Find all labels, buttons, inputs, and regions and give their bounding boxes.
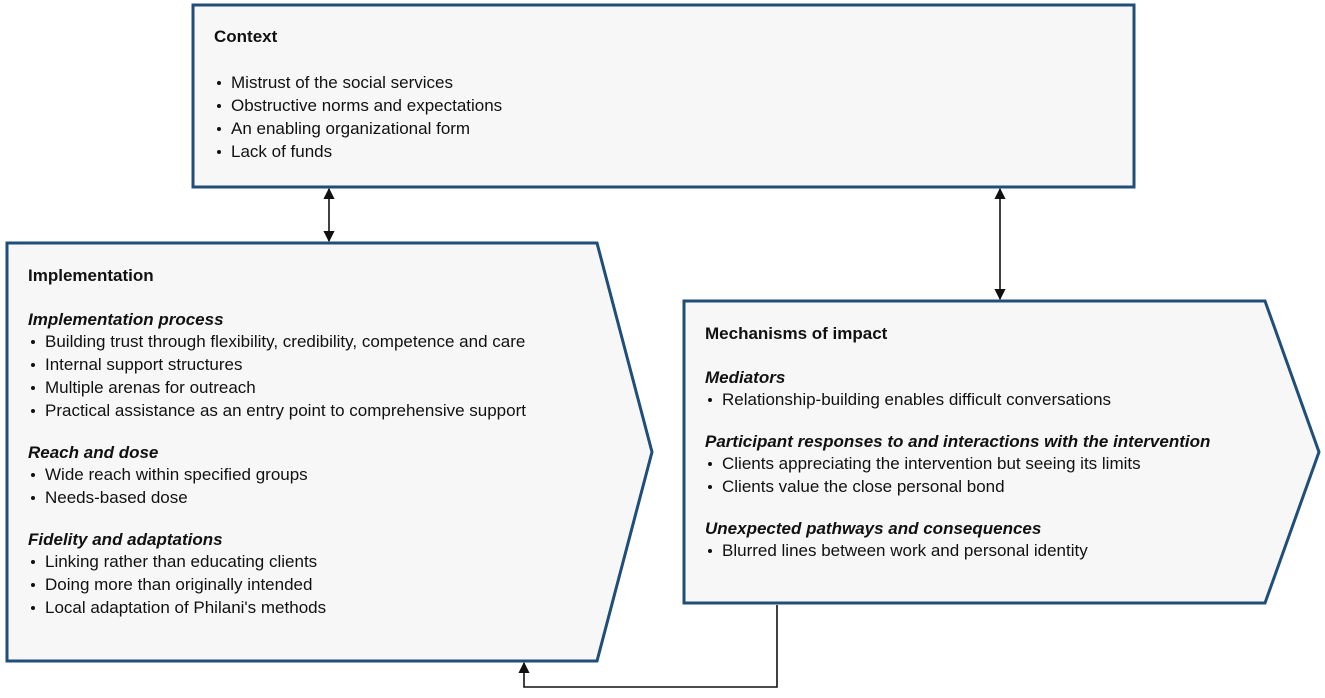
bullet-item: Relationship-building enables difficult …	[705, 388, 1210, 411]
bullet-item: Multiple arenas for outreach	[28, 376, 526, 399]
bullet-dot-icon	[31, 473, 35, 477]
section-heading: Implementation process	[28, 310, 224, 329]
bullet-text: Relationship-building enables difficult …	[722, 390, 1112, 409]
section-list: Clients appreciating the intervention bu…	[705, 452, 1210, 498]
bullet-dot-icon	[708, 462, 712, 466]
bullet-item: Blurred lines between work and personal …	[705, 539, 1210, 562]
bullet-text: Needs-based dose	[45, 488, 188, 507]
bullet-item: Mistrust of the social services	[214, 71, 502, 94]
bullet-item: Needs-based dose	[28, 486, 526, 509]
bullet-dot-icon	[217, 81, 221, 85]
bullet-item: Doing more than originally intended	[28, 573, 526, 596]
bullet-item: Local adaptation of Philani's methods	[28, 596, 526, 619]
section-list: Building trust through flexibility, cred…	[28, 330, 526, 422]
bullet-dot-icon	[31, 583, 35, 587]
bullet-text: Doing more than originally intended	[45, 575, 313, 594]
context-box	[191, 3, 1136, 189]
section: Participant responses to and interaction…	[705, 432, 1210, 498]
bullet-dot-icon	[217, 150, 221, 154]
bullet-text: Clients appreciating the intervention bu…	[722, 454, 1141, 473]
bullet-text: Clients value the close personal bond	[722, 477, 1005, 496]
bullet-text: Linking rather than educating clients	[45, 552, 318, 571]
bullet-text: Internal support structures	[45, 355, 243, 374]
mechanisms-box	[682, 299, 1321, 605]
section-heading: Reach and dose	[28, 443, 159, 462]
bullet-dot-icon	[31, 606, 35, 610]
bullet-dot-icon	[708, 549, 712, 553]
section-heading: Unexpected pathways and consequences	[705, 519, 1042, 538]
bullet-dot-icon	[217, 104, 221, 108]
bullet-dot-icon	[708, 398, 712, 402]
bullet-item: Practical assistance as an entry point t…	[28, 399, 526, 422]
bullet-item: Building trust through flexibility, cred…	[28, 330, 526, 353]
bullet-dot-icon	[31, 340, 35, 344]
mechanisms-to-implementation-arrow	[518, 605, 778, 688]
bullet-item: Wide reach within specified groups	[28, 463, 526, 486]
bullet-dot-icon	[31, 496, 35, 500]
implementation-title: Implementation	[28, 266, 154, 285]
bullet-dot-icon	[31, 409, 35, 413]
bullet-dot-icon	[31, 363, 35, 367]
implementation-box	[5, 241, 654, 663]
bullet-text: Mistrust of the social services	[231, 73, 454, 92]
bullet-text: Local adaptation of Philani's methods	[45, 598, 327, 617]
mechanisms-title: Mechanisms of impact	[705, 324, 888, 343]
bullet-dot-icon	[708, 485, 712, 489]
section-list: Blurred lines between work and personal …	[705, 539, 1210, 562]
bullet-dot-icon	[31, 560, 35, 564]
bullet-text: Blurred lines between work and personal …	[722, 541, 1088, 560]
bullet-text: Building trust through flexibility, cred…	[45, 332, 526, 351]
bullet-item: Clients appreciating the intervention bu…	[705, 452, 1210, 475]
section-list: Relationship-building enables difficult …	[705, 388, 1210, 411]
section-heading: Participant responses to and interaction…	[705, 432, 1211, 451]
bullet-item: An enabling organizational form	[214, 117, 502, 140]
bullet-text: Practical assistance as an entry point t…	[45, 401, 526, 420]
bullet-dot-icon	[217, 127, 221, 131]
bullet-item: Obstructive norms and expectations	[214, 94, 502, 117]
bullet-text: Multiple arenas for outreach	[45, 378, 256, 397]
bullet-item: Clients value the close personal bond	[705, 475, 1210, 498]
bullet-item: Linking rather than educating clients	[28, 550, 526, 573]
bullet-item: Internal support structures	[28, 353, 526, 376]
bullet-text: An enabling organizational form	[231, 119, 471, 138]
bullet-text: Obstructive norms and expectations	[231, 96, 503, 115]
bullet-text: Lack of funds	[231, 142, 333, 161]
section-heading: Mediators	[705, 368, 786, 387]
bullet-item: Lack of funds	[214, 140, 502, 163]
bullet-text: Wide reach within specified groups	[45, 465, 308, 484]
section-heading: Fidelity and adaptations	[28, 530, 223, 549]
bullet-dot-icon	[31, 386, 35, 390]
context-title: Context	[214, 27, 278, 46]
